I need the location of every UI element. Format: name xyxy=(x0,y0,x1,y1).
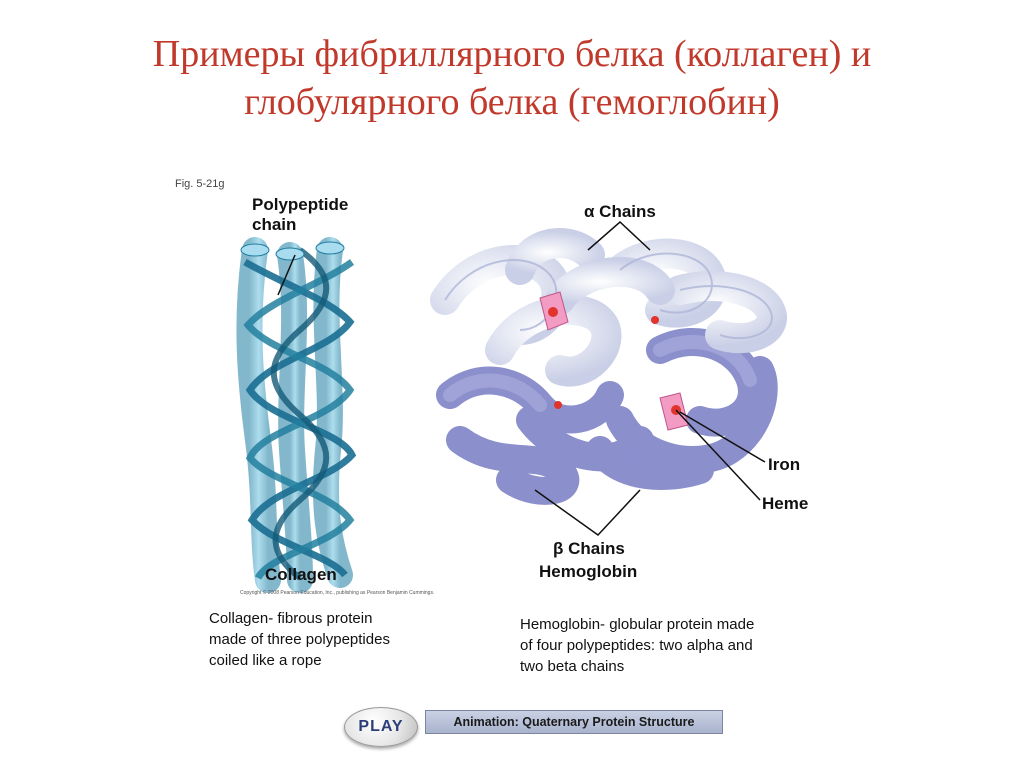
animation-link-button[interactable]: Animation: Quaternary Protein Structure xyxy=(425,710,723,734)
polypeptide-label-line-2: chain xyxy=(252,215,297,234)
title-line-2: глобулярного белка (гемоглобин) xyxy=(244,81,780,123)
beta-chains-label: β Chains xyxy=(553,539,625,558)
play-button[interactable]: PLAY xyxy=(344,707,418,747)
page-title: Примеры фибриллярного белка (коллаген) и… xyxy=(0,30,1024,126)
alpha-chains-label: α Chains xyxy=(584,202,656,221)
polypeptide-label-line-1: Polypeptide xyxy=(252,195,349,214)
heme-label: Heme xyxy=(762,494,809,513)
collagen-caption: Collagen- fibrous protein made of three … xyxy=(209,608,390,671)
hemoglobin-label: Hemoglobin xyxy=(539,562,638,581)
collagen-label: Collagen xyxy=(265,565,337,584)
title-line-1: Примеры фибриллярного белка (коллаген) и xyxy=(152,33,872,75)
hemoglobin-model xyxy=(430,228,787,505)
copyright-text: Copyright © 2008 Pearson Education, Inc.… xyxy=(240,590,435,596)
hemoglobin-caption: Hemoglobin- globular protein made of fou… xyxy=(520,614,754,677)
leader-lines xyxy=(534,220,766,536)
figure-label: Fig. 5-21g xyxy=(175,178,225,190)
iron-label: Iron xyxy=(768,455,801,474)
hemoglobin-caption-line-2: of four polypeptides: two alpha and xyxy=(520,637,753,654)
collagen-caption-line-1: Collagen- fibrous protein xyxy=(209,610,373,627)
collagen-caption-line-3: coiled like a rope xyxy=(209,652,322,669)
hemoglobin-caption-line-3: two beta chains xyxy=(520,658,625,675)
polypeptide-label: Polypeptide chain xyxy=(252,195,348,235)
collagen-helix xyxy=(236,237,357,593)
collagen-caption-line-2: made of three polypeptides xyxy=(209,631,390,648)
hemoglobin-caption-line-1: Hemoglobin- globular protein made xyxy=(520,616,755,633)
